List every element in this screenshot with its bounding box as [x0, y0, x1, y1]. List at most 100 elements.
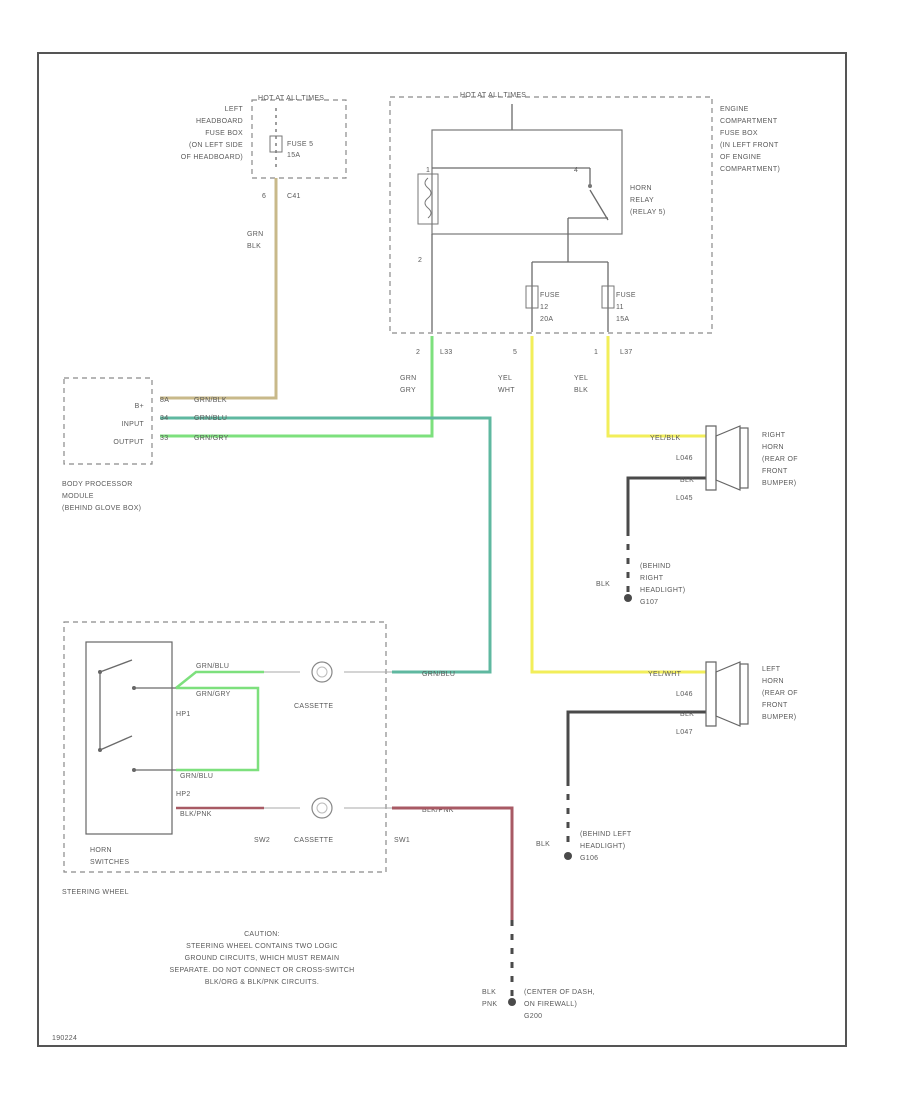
diagram-label: BLK/PNK — [180, 811, 212, 818]
diagram-label: YEL — [574, 375, 588, 382]
horn-switches — [85, 641, 173, 835]
diagram-label: FUSE — [616, 292, 636, 299]
diagram-label: B+ — [135, 403, 144, 410]
diagram-label: 11 — [616, 304, 624, 311]
diagram-label: BLK/PNK — [422, 807, 454, 814]
diagram-label: SW2 — [254, 837, 270, 844]
left-horn: YEL/WHT L046 BLK L047 LEFT HORN (REAR OF… — [536, 661, 798, 862]
diagram-label: BLK — [596, 581, 610, 588]
diagram-label: L045 — [676, 495, 693, 502]
engine-box-header: HOT AT ALL TIMES — [460, 92, 526, 99]
diagram-label: 20A — [540, 316, 553, 323]
wire-grn-blu — [160, 416, 492, 674]
diagram-label: 15A — [616, 316, 629, 323]
diagram-label: RIGHT — [762, 432, 786, 439]
diagram-label: HEADLIGHT) — [640, 587, 685, 594]
diagram-label: 2 — [416, 349, 420, 356]
diagram-label: 33 — [160, 435, 168, 442]
diagram-label: 34 — [160, 415, 168, 422]
diagram-label: OF ENGINE — [720, 154, 761, 161]
diagram-label: HORN — [762, 444, 784, 451]
diagram-label: G200 — [524, 1013, 542, 1020]
diagram-label: MODULE — [62, 493, 94, 500]
diagram-label: 12 — [540, 304, 548, 311]
headboard-fuse-box: HOT AT ALL TIMES LEFT HEADBOARD FUSE BOX… — [181, 95, 347, 200]
top-fuse-label: FUSE 5 — [287, 141, 313, 148]
diagram-label: BUMPER) — [762, 480, 796, 487]
diagram-label: WHT — [498, 387, 515, 394]
diagram-label: INPUT — [122, 421, 145, 428]
diagram-label: (ON LEFT SIDE — [189, 142, 243, 149]
diagram-label: ON FIREWALL) — [524, 1001, 577, 1008]
diagram-label: BLK — [536, 841, 550, 848]
diagram-label: RELAY — [630, 197, 654, 204]
steering-wheel: GRN/BLU GRN/GRY GRN/BLU BLK/PNK GRN/BLU … — [62, 621, 455, 896]
diagram-label: (REAR OF — [762, 456, 798, 463]
wire-grn-blk — [160, 178, 278, 400]
diagram-label: G106 — [580, 855, 598, 862]
ground-g200 — [508, 998, 516, 1006]
top-fuse-header: HOT AT ALL TIMES — [258, 95, 324, 102]
diagram-label: OUTPUT — [113, 439, 144, 446]
diagram-label: (BEHIND GLOVE BOX) — [62, 505, 141, 512]
diagram-label: HEADBOARD — [196, 118, 243, 125]
ground-g106 — [564, 852, 572, 860]
caution-note: CAUTION: STEERING WHEEL CONTAINS TWO LOG… — [170, 931, 355, 986]
diagram-label: BLK — [680, 711, 694, 718]
diagram-label: GRN — [400, 375, 416, 382]
bpm-name: BODY PROCESSOR — [62, 481, 133, 488]
diagram-label: GRN/BLU — [180, 773, 213, 780]
diagram-label: CAUTION: — [244, 931, 280, 938]
diagram-label: GRN — [247, 231, 263, 238]
diagram-label: (IN LEFT FRONT — [720, 142, 779, 149]
diagram-label: HORN — [630, 185, 652, 192]
ground-g107 — [624, 594, 632, 602]
wire-yel-blk — [606, 336, 706, 438]
diagram-label: COMPARTMENT) — [720, 166, 780, 173]
diagram-label: 8A — [160, 397, 169, 404]
diagram-label: GRN/GRY — [196, 691, 231, 698]
diagram-label: ENGINE — [720, 106, 749, 113]
diagram-label: FUSE BOX — [205, 130, 243, 137]
diagram-label: BLK — [247, 243, 261, 250]
diagram-label: GRN/BLU — [422, 671, 455, 678]
diagram-label: PNK — [482, 1001, 497, 1008]
diagram-label: SEPARATE. DO NOT CONNECT OR CROSS-SWITCH — [170, 967, 355, 974]
diagram-label: YEL/WHT — [648, 671, 682, 678]
diagram-label: COMPARTMENT — [720, 118, 778, 125]
diagram-label: SWITCHES — [90, 859, 129, 866]
diagram-label: LEFT — [225, 106, 244, 113]
diagram-label: LEFT — [762, 666, 781, 673]
diagram-label: (CENTER OF DASH, — [524, 989, 595, 996]
diagram-frame — [37, 52, 847, 1047]
connector-c41: C41 — [287, 193, 301, 200]
diagram-label: YEL — [498, 375, 512, 382]
diagram-label: FRONT — [762, 702, 788, 709]
diagram-label: HORN — [90, 847, 112, 854]
hp2-label: HP2 — [176, 791, 191, 798]
diagram-label: FUSE — [540, 292, 560, 299]
hp1-label: HP1 — [176, 711, 191, 718]
diagram-label: GROUND CIRCUITS, WHICH MUST REMAIN — [185, 955, 340, 962]
body-processor-module: B+ INPUT OUTPUT 8A 34 33 GRN/BLK GRN/BLU… — [62, 377, 228, 512]
steering-wheel-label: STEERING WHEEL — [62, 889, 129, 896]
diagram-label: 4 — [574, 167, 578, 174]
diagram-label: BLK — [482, 989, 496, 996]
diagram-label: BLK — [574, 387, 588, 394]
connector-l33: L33 — [440, 349, 453, 356]
diagram-label: 6 — [262, 193, 266, 200]
diagram-label: L046 — [676, 455, 693, 462]
diagram-label: (RELAY 5) — [630, 209, 666, 216]
diagram-label: STEERING WHEEL CONTAINS TWO LOGIC — [186, 943, 338, 950]
diagram-label: HEADLIGHT) — [580, 843, 625, 850]
diagram-label: FRONT — [762, 468, 788, 475]
diagram-label: GRY — [400, 387, 416, 394]
diagram-label: OF HEADBOARD) — [181, 154, 243, 161]
diagram-label: (BEHIND — [640, 563, 671, 570]
diagram-label: 2 — [418, 257, 422, 264]
diagram-label: 1 — [594, 349, 598, 356]
diagram-label: YEL/BLK — [650, 435, 681, 442]
diagram-label: RIGHT — [640, 575, 664, 582]
engine-fuse-box: HOT AT ALL TIMES ENGINE COMPARTMENT FUSE… — [389, 92, 780, 334]
diagram-label: BLK — [680, 477, 694, 484]
